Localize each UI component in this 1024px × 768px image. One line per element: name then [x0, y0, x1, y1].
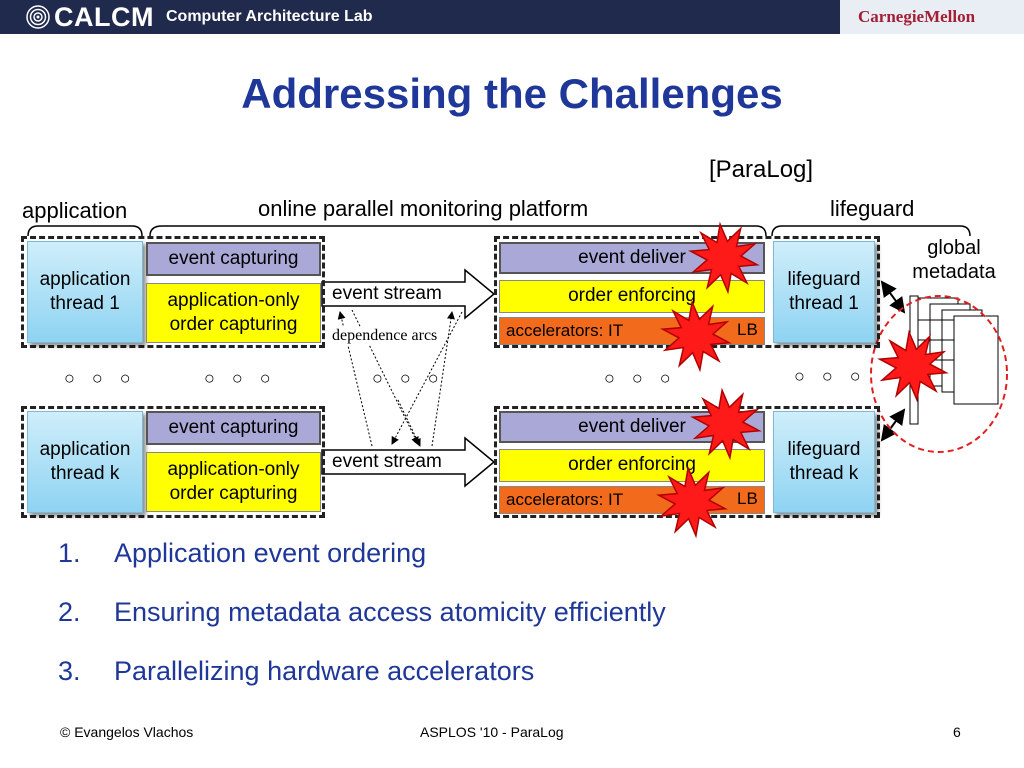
global-metadata-label: global metadata — [912, 237, 996, 283]
challenge-num-2: 2. — [58, 597, 81, 627]
ellipsis-delivery: ○ ○ ○ — [604, 368, 677, 388]
event-delivery-1: event deliver — [499, 242, 765, 274]
header-university-name: CarnegieMellon — [858, 7, 976, 26]
lifeguard-thread-1: lifeguard thread 1 — [773, 241, 875, 343]
page-title: Addressing the Challenges — [241, 70, 783, 117]
ellipsis-stream: ○ ○ ○ — [372, 368, 445, 388]
event-stream-label-1: event stream — [332, 283, 442, 304]
ellipsis-app: ○ ○ ○ — [64, 368, 137, 388]
app-group-row-k — [21, 406, 325, 518]
ellipsis-capture: ○ ○ ○ — [204, 368, 277, 388]
metadata-arrow-k — [880, 408, 906, 442]
ellipsis-lifeguard: ○ ○ ○ — [794, 366, 867, 386]
application-label: application — [22, 198, 128, 223]
dependence-arcs-label: dependence arcs — [332, 327, 438, 345]
challenge-text-1: Application event ordering — [114, 538, 427, 568]
lifeguard-thread-k: lifeguard thread k — [773, 411, 875, 513]
challenge-text-3: Parallelizing hardware accelerators — [114, 656, 535, 686]
app-thread-1: application thread 1 — [27, 241, 143, 343]
event-stream-arrow-1 — [321, 268, 496, 320]
order-enforcing-1: order enforcing — [499, 280, 765, 313]
platform-brace — [149, 225, 767, 237]
event-capturing-1: event capturing — [146, 242, 321, 276]
lifeguard-label: lifeguard — [830, 196, 915, 221]
metadata-highlight-ellipse — [870, 295, 1008, 453]
event-stream-arrow-k — [321, 436, 496, 488]
footer-conference: ASPLOS '10 - ParaLog — [420, 724, 564, 740]
order-capturing-1: application-only order capturing — [146, 283, 321, 343]
app-group-row-1 — [21, 236, 325, 348]
accelerators-k: accelerators: IT — [499, 486, 765, 514]
dependence-arc — [391, 311, 463, 445]
header-logo-text: CALCM — [54, 2, 154, 32]
order-capturing-k: application-only order capturing — [146, 452, 321, 512]
accelerators-tail-1: LB — [737, 320, 758, 339]
accelerators-tail-k: LB — [737, 489, 758, 508]
dependence-arc — [337, 311, 373, 447]
paralog-label: [ParaLog] — [709, 156, 814, 183]
dependence-arc — [431, 311, 455, 447]
event-stream-label-k: event stream — [332, 451, 442, 472]
application-brace — [27, 225, 143, 237]
header-lab-name: Computer Architecture Lab — [166, 8, 373, 25]
accelerators-label-1: accelerators: IT — [506, 321, 624, 341]
header-bar: CALCM Computer Architecture Lab Carnegie… — [0, 0, 1024, 34]
order-enforcing-k: order enforcing — [499, 449, 765, 482]
calcm-logo-icon — [26, 5, 50, 29]
footer-author: © Evangelos Vlachos — [60, 724, 194, 740]
challenge-text-2: Ensuring metadata access atomicity effic… — [114, 597, 666, 627]
event-delivery-k: event deliver — [499, 411, 765, 443]
header-university-panel — [840, 0, 1024, 34]
app-thread-k: application thread k — [27, 411, 143, 513]
event-capturing-k: event capturing — [146, 411, 321, 445]
accelerators-1: accelerators: IT — [499, 317, 765, 345]
lifeguard-brace — [771, 225, 971, 237]
dependence-arc — [397, 399, 421, 447]
challenge-num-1: 1. — [58, 538, 81, 568]
metadata-arrow-1 — [880, 280, 906, 314]
accelerators-label-k: accelerators: IT — [506, 490, 624, 510]
footer-page-number: 6 — [953, 724, 961, 740]
platform-label: online parallel monitoring platform — [258, 196, 589, 221]
challenge-num-3: 3. — [58, 656, 81, 686]
